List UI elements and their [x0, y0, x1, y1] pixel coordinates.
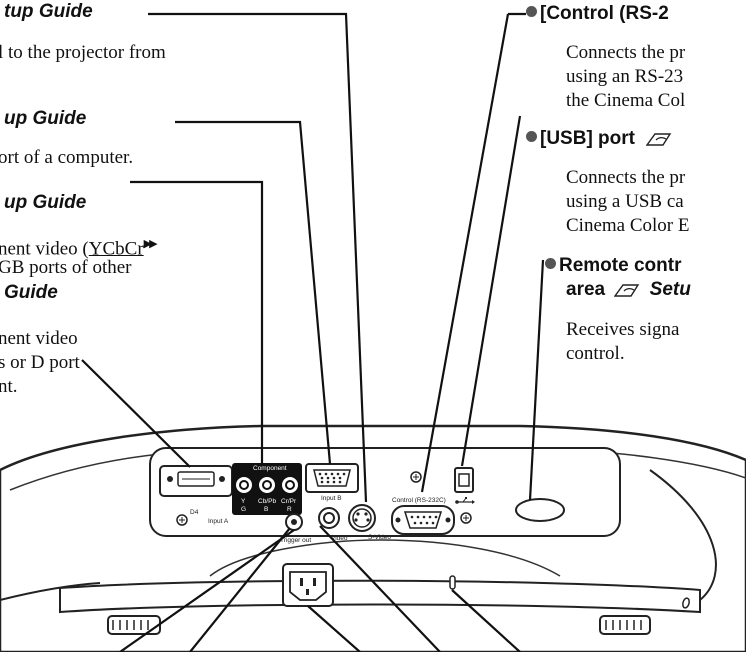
- ycbcr-link[interactable]: YCbCr: [88, 238, 144, 260]
- video-port: Video: [318, 507, 348, 542]
- s-video-label: S-Video: [368, 534, 391, 541]
- left-heading-4: Guide: [4, 282, 58, 303]
- component-label: Component: [253, 465, 287, 472]
- right-text-1a: Connects the pr: [566, 42, 686, 63]
- right-text-1b: using an RS-23: [566, 66, 684, 87]
- right-text-3a: Receives signa: [566, 319, 680, 340]
- svg-text:R: R: [287, 506, 292, 513]
- left-text-4b: s or D port: [0, 352, 80, 373]
- trigger-out-label: Trigger out: [280, 537, 311, 544]
- left-text-3a: nent video (YCbCr▶▶: [0, 238, 158, 260]
- svg-text:G: G: [241, 506, 246, 513]
- rear-panel: D4 Component Y G Cb/Pb B Cr/Pr R: [149, 447, 621, 544]
- svg-text:B: B: [264, 506, 268, 513]
- right-heading-3b: area Setu: [566, 279, 691, 300]
- d4-label: D4: [190, 509, 199, 516]
- left-heading-1: tup Guide: [4, 1, 93, 22]
- svg-text:Cb/Pb: Cb/Pb: [258, 498, 276, 505]
- svg-text:Cr/Pr: Cr/Pr: [281, 498, 297, 505]
- left-text-4a: nent video: [0, 328, 78, 349]
- usb-port: [454, 467, 475, 504]
- input-a-label: Input A: [208, 518, 229, 525]
- input-b-label: Input B: [321, 495, 342, 502]
- component-ports: Component Y G Cb/Pb B Cr/Pr R: [232, 463, 302, 515]
- video-label: Video: [331, 535, 348, 542]
- right-text-1c: the Cinema Col: [566, 90, 686, 111]
- right-text-3b: control.: [566, 343, 625, 364]
- trigger-out-port: Trigger out: [280, 513, 311, 544]
- bullet-icon: [526, 131, 537, 143]
- control-rs232c-label: Control (RS-232C): [392, 497, 446, 504]
- left-text-2: ort of a computer.: [0, 147, 134, 168]
- security-slot: [449, 575, 456, 590]
- right-heading-1: [Control (RS-2: [526, 3, 669, 25]
- bullet-icon: [526, 6, 537, 18]
- left-heading-3: up Guide: [4, 192, 87, 213]
- right-heading-2: [USB] port: [526, 128, 672, 150]
- input-b-port: Input B: [305, 463, 359, 502]
- book-hand-icon: [614, 284, 640, 297]
- right-heading-3a: Remote contr: [545, 255, 681, 277]
- d4-port: D4: [159, 465, 233, 516]
- usb-icon: [455, 497, 475, 504]
- left-heading-2: up Guide: [4, 108, 87, 129]
- svg-text:Y: Y: [241, 498, 246, 505]
- control-rs232c-port: Control (RS-232C): [391, 497, 455, 535]
- right-text-2c: Cinema Color E: [566, 215, 690, 236]
- glossary-arrow-icon: ▶▶: [143, 238, 158, 250]
- remote-receiver: [515, 498, 565, 522]
- bullet-icon: [545, 258, 556, 270]
- power-inlet: [282, 563, 334, 607]
- right-text-2b: using a USB ca: [566, 191, 684, 212]
- callout-lines: [81, 12, 545, 652]
- left-text-3b: GB ports of other: [0, 257, 132, 278]
- screw-icon: [176, 471, 472, 526]
- book-hand-icon: [645, 133, 672, 146]
- left-text-1: l to the projector from: [0, 42, 166, 63]
- right-text-2a: Connects the pr: [566, 167, 686, 188]
- s-video-port: S-Video: [348, 504, 391, 541]
- left-text-4c: nt.: [0, 376, 18, 397]
